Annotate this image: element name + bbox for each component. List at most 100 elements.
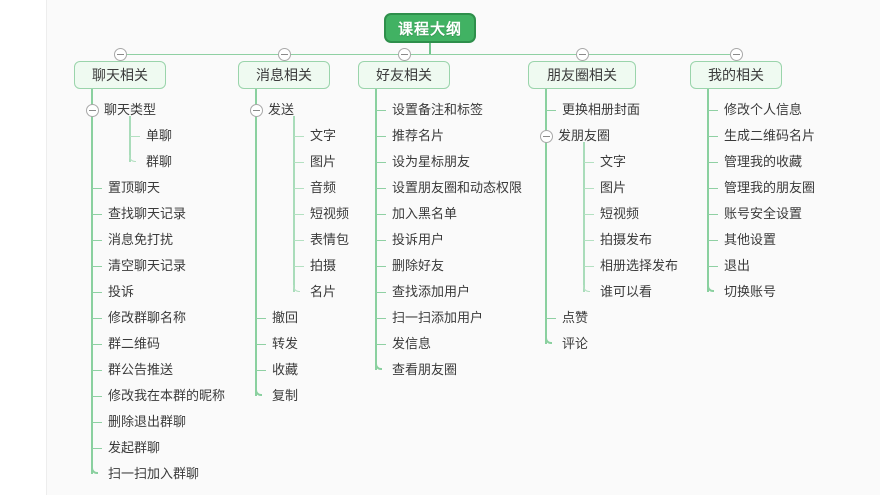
connector-stub <box>376 318 386 319</box>
mindmap-item[interactable]: 查找聊天记录 <box>108 206 187 221</box>
connector-stub <box>92 292 102 293</box>
mindmap-subitem[interactable]: 表情包 <box>310 232 350 247</box>
connector-stub <box>584 240 594 241</box>
mindmap-subitem[interactable]: 文字 <box>310 128 337 143</box>
mindmap-item[interactable]: 修改群聊名称 <box>108 310 187 325</box>
mindmap-subitem[interactable]: 短视频 <box>310 206 350 221</box>
mindmap-item[interactable]: 发送 <box>268 102 295 117</box>
branch-rail-cap-chat <box>91 467 98 474</box>
collapse-toggle-icon-friend[interactable] <box>398 48 411 61</box>
mindmap-item[interactable]: 修改个人信息 <box>724 102 803 117</box>
mindmap-item[interactable]: 发信息 <box>392 336 432 351</box>
mindmap-item[interactable]: 删除好友 <box>392 258 445 273</box>
collapse-toggle-icon-chat[interactable] <box>114 48 127 61</box>
collapse-toggle-icon-message[interactable] <box>278 48 291 61</box>
mindmap-item[interactable]: 查找添加用户 <box>392 284 471 299</box>
mindmap-item[interactable]: 生成二维码名片 <box>724 128 816 143</box>
connector-stub <box>92 448 102 449</box>
mindmap-item[interactable]: 撤回 <box>272 310 299 325</box>
mindmap-item[interactable]: 置顶聊天 <box>108 180 161 195</box>
mindmap-item[interactable]: 投诉用户 <box>392 232 445 247</box>
mindmap-item[interactable]: 发朋友圈 <box>558 128 611 143</box>
mindmap-item[interactable]: 设置朋友圈和动态权限 <box>392 180 523 195</box>
branch-node-moments[interactable]: 朋友圈相关 <box>528 61 636 89</box>
mindmap-subitem[interactable]: 谁可以看 <box>600 284 653 299</box>
connector-stub <box>584 266 594 267</box>
mindmap-item[interactable]: 其他设置 <box>724 232 777 247</box>
connector-stub <box>708 136 718 137</box>
branch-rail-mine <box>707 89 709 292</box>
mindmap-item[interactable]: 管理我的收藏 <box>724 154 803 169</box>
connector-stub <box>376 136 386 137</box>
mindmap-item[interactable]: 设为星标朋友 <box>392 154 471 169</box>
collapse-toggle-icon[interactable] <box>86 104 99 117</box>
mindmap-item[interactable]: 切换账号 <box>724 284 777 299</box>
mindmap-subitem[interactable]: 图片 <box>310 154 337 169</box>
mindmap-item[interactable]: 发起群聊 <box>108 440 161 455</box>
mindmap-subitem[interactable]: 拍摄发布 <box>600 232 653 247</box>
connector-stub <box>708 266 718 267</box>
connector-stub <box>294 188 304 189</box>
mindmap-subitem[interactable]: 短视频 <box>600 206 640 221</box>
mindmap-item[interactable]: 群二维码 <box>108 336 161 351</box>
connector-stub <box>256 344 266 345</box>
collapse-toggle-icon-mine[interactable] <box>730 48 743 61</box>
connector-stub <box>92 344 102 345</box>
mindmap-item[interactable]: 聊天类型 <box>104 102 157 117</box>
mindmap-item[interactable]: 账号安全设置 <box>724 206 803 221</box>
connector-stub <box>92 266 102 267</box>
branch-node-message[interactable]: 消息相关 <box>238 61 330 89</box>
mindmap-item[interactable]: 推荐名片 <box>392 128 445 143</box>
mindmap-item[interactable]: 设置备注和标签 <box>392 102 484 117</box>
mindmap-item[interactable]: 查看朋友圈 <box>392 362 458 377</box>
branch-node-mine[interactable]: 我的相关 <box>690 61 782 89</box>
mindmap-item[interactable]: 管理我的朋友圈 <box>724 180 816 195</box>
connector-stub <box>92 396 102 397</box>
mindmap-item[interactable]: 更换相册封面 <box>562 102 641 117</box>
mindmap-item[interactable]: 群公告推送 <box>108 362 174 377</box>
connector-stub <box>708 240 718 241</box>
connector-stub <box>92 370 102 371</box>
sub-rail <box>293 116 295 292</box>
mindmap-item[interactable]: 清空聊天记录 <box>108 258 187 273</box>
mindmap-item[interactable]: 删除退出群聊 <box>108 414 187 429</box>
mindmap-item[interactable]: 投诉 <box>108 284 135 299</box>
connector-stub <box>708 162 718 163</box>
connector-stub <box>294 162 304 163</box>
mindmap-subitem[interactable]: 拍摄 <box>310 258 337 273</box>
collapse-toggle-icon[interactable] <box>540 130 553 143</box>
mindmap-subitem[interactable]: 群聊 <box>146 154 173 169</box>
mindmap-item[interactable]: 扫一扫加入群聊 <box>108 466 200 481</box>
mindmap-subitem[interactable]: 名片 <box>310 284 337 299</box>
mindmap-item[interactable]: 扫一扫添加用户 <box>392 310 484 325</box>
connector-stub <box>92 422 102 423</box>
mindmap-item[interactable]: 点赞 <box>562 310 589 325</box>
mindmap-subitem[interactable]: 文字 <box>600 154 627 169</box>
mindmap-item[interactable]: 转发 <box>272 336 299 351</box>
connector-stub <box>708 214 718 215</box>
collapse-toggle-icon[interactable] <box>250 104 263 117</box>
connector-stub <box>92 188 102 189</box>
connector-stub <box>376 162 386 163</box>
mindmap-item[interactable]: 加入黑名单 <box>392 206 458 221</box>
connector-stub <box>130 136 140 137</box>
connector-stub <box>256 370 266 371</box>
mindmap-subitem[interactable]: 单聊 <box>146 128 173 143</box>
mindmap-item[interactable]: 修改我在本群的昵称 <box>108 388 226 403</box>
branch-node-chat[interactable]: 聊天相关 <box>74 61 166 89</box>
collapse-toggle-icon-moments[interactable] <box>576 48 589 61</box>
root-stem <box>429 43 431 54</box>
mindmap-subitem[interactable]: 音频 <box>310 180 337 195</box>
sub-rail-cap <box>583 285 590 292</box>
connector-stub <box>294 214 304 215</box>
mindmap-item[interactable]: 收藏 <box>272 362 299 377</box>
mindmap-subitem[interactable]: 图片 <box>600 180 627 195</box>
mindmap-subitem[interactable]: 相册选择发布 <box>600 258 679 273</box>
mindmap-item[interactable]: 评论 <box>562 336 589 351</box>
branch-node-friend[interactable]: 好友相关 <box>358 61 450 89</box>
mindmap-item[interactable]: 消息免打扰 <box>108 232 174 247</box>
mindmap-item[interactable]: 复制 <box>272 388 299 403</box>
mindmap-item[interactable]: 退出 <box>724 258 751 273</box>
root-node[interactable]: 课程大纲 <box>384 13 476 43</box>
connector-stub <box>546 110 556 111</box>
